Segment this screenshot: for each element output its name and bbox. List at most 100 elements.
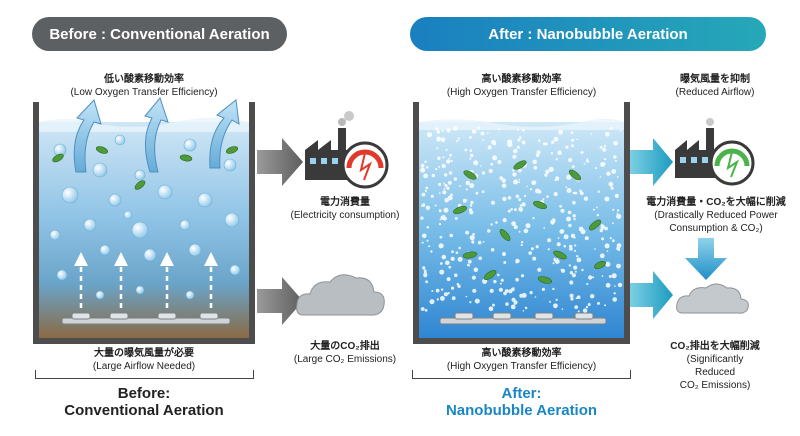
nanobubble <box>616 212 618 215</box>
nanobubble <box>473 267 479 273</box>
nanobubble <box>447 180 452 185</box>
nanobubble <box>498 287 503 292</box>
nanobubble <box>434 204 437 207</box>
nanobubble <box>573 218 576 221</box>
nanobubble <box>515 194 520 199</box>
nanobubble <box>455 251 459 254</box>
nanobubble <box>420 216 424 220</box>
nanobubble <box>422 266 426 270</box>
nanobubble <box>542 198 545 201</box>
nanobubble <box>557 150 562 155</box>
nanobubble <box>438 209 442 213</box>
nanobubble <box>613 155 617 159</box>
nanobubble <box>499 176 504 181</box>
nanobubble <box>458 185 461 187</box>
nanobubble <box>570 131 574 135</box>
nanobubble <box>519 136 522 139</box>
after-bottom-jp: 高い酸素移動効率 <box>481 348 562 359</box>
nanobubble <box>544 173 548 177</box>
nanobubble <box>597 301 600 305</box>
nanobubble <box>426 132 433 138</box>
nanobubble <box>571 165 575 169</box>
nanobubble <box>469 149 473 153</box>
nanobubble <box>443 187 446 190</box>
nanobubble <box>619 129 622 132</box>
nanobubble <box>512 172 517 177</box>
nanobubble <box>577 310 580 313</box>
nanobubble <box>576 138 579 141</box>
before-label-line2: Conventional Aeration <box>64 402 224 419</box>
nanobubble <box>518 230 521 233</box>
nanobubble <box>569 271 574 275</box>
nanobubble <box>606 171 611 176</box>
nanobubble <box>552 287 555 291</box>
nanobubble <box>440 137 446 142</box>
after-tank <box>413 102 630 344</box>
nanobubble <box>597 190 600 193</box>
nanobubble <box>599 176 602 178</box>
nanobubble <box>492 155 498 161</box>
nanobubble <box>613 292 616 295</box>
nanobubble <box>490 223 493 226</box>
nanobubble <box>557 237 560 240</box>
nanobubble <box>489 288 494 293</box>
nanobubble <box>551 140 555 144</box>
nanobubble <box>453 177 457 181</box>
nanobubble <box>428 245 431 248</box>
after-pill: After : Nanobubble Aeration <box>410 17 766 51</box>
after-bottom-caption: 高い酸素移動効率 (High Oxygen Transfer Efficienc… <box>414 347 629 373</box>
nanobubble <box>490 162 494 166</box>
after-top-en: (High Oxygen Transfer Efficiency) <box>446 87 597 98</box>
nanobubble <box>456 139 459 143</box>
nanobubble <box>500 278 504 282</box>
nanobubble <box>526 185 528 188</box>
nanobubble <box>513 179 519 185</box>
nanobubble <box>517 139 520 142</box>
nanobubble <box>438 222 442 226</box>
nanobubble <box>443 182 445 185</box>
nanobubble <box>555 298 558 301</box>
nanobubble <box>448 265 452 269</box>
nanobubble <box>572 214 576 218</box>
nanobubble <box>519 208 523 212</box>
nanobubble <box>571 273 576 278</box>
nanobubble <box>469 157 472 160</box>
nanobubble <box>447 195 453 201</box>
co2-reduction-jp: CO₂排出を大幅削減 <box>670 341 760 352</box>
nanobubble <box>470 200 474 205</box>
nanobubble <box>437 156 441 160</box>
nanobubble <box>423 273 428 278</box>
nanobubble <box>486 132 489 135</box>
nanobubble <box>532 159 537 165</box>
nanobubble <box>522 310 525 312</box>
nanobubble <box>594 167 598 170</box>
nanobubble <box>608 275 612 278</box>
nanobubble <box>587 303 591 306</box>
nanobubble <box>446 159 451 164</box>
power-reduction-jp: 電力消費量・CO₂を大幅に削減 <box>646 197 786 208</box>
nanobubble <box>473 160 479 166</box>
nanobubble <box>472 241 475 244</box>
nanobubble <box>585 305 589 309</box>
nanobubble <box>469 235 475 241</box>
nanobubble <box>614 193 619 198</box>
co2-reduction-en1: (Significantly <box>686 354 744 365</box>
nanobubble <box>556 258 559 260</box>
nanobubble <box>443 292 448 297</box>
nanobubble <box>457 284 461 288</box>
nanobubble <box>439 218 442 221</box>
after-label: After: Nanobubble Aeration <box>414 385 629 419</box>
nanobubble <box>602 147 607 152</box>
nanobubble <box>458 246 462 250</box>
nanobubble <box>465 230 469 235</box>
nanobubble <box>558 131 562 135</box>
nanobubble <box>528 251 532 255</box>
nanobubble <box>464 148 468 152</box>
nanobubble <box>553 192 558 197</box>
nanobubble <box>583 196 589 201</box>
nanobubble <box>579 191 584 196</box>
nanobubble <box>499 282 502 285</box>
nanobubble <box>422 233 427 239</box>
nanobubble <box>616 209 620 212</box>
nanobubble <box>421 204 424 208</box>
